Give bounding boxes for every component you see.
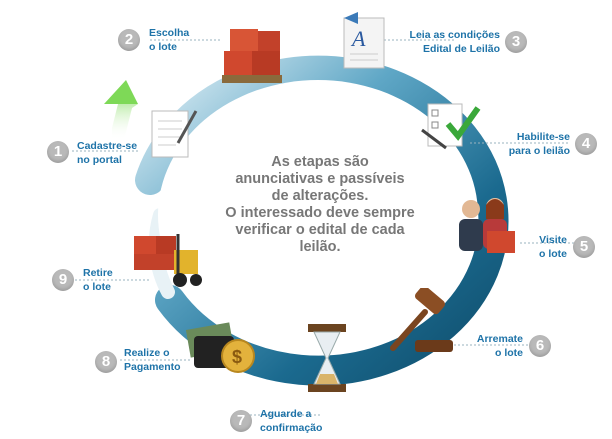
step-2-number: 2	[118, 29, 140, 51]
step-label-line: para o leilão	[508, 145, 570, 157]
step-label-line: confirmação	[260, 422, 323, 434]
center-note-line: leilão.	[299, 239, 341, 255]
step-9-label: Retire o lote	[83, 266, 113, 294]
step-label-line: o lote	[149, 41, 177, 53]
step-label-line: Retire	[83, 267, 113, 279]
step-6-label: Arremate o lote	[455, 332, 523, 360]
step-label-line: Pagamento	[124, 361, 181, 373]
step-label-line: Leia as condições	[409, 29, 500, 41]
step-label-line: Escolha	[149, 27, 190, 39]
payment-icon: $	[185, 322, 255, 373]
document-icon: A	[343, 12, 385, 69]
registration-form-icon	[151, 110, 198, 158]
step-8-number: 8	[95, 351, 117, 373]
center-note: As etapas são anunciativas e passíveis d…	[190, 154, 450, 256]
step-label-line: Arremate	[476, 333, 523, 345]
step-label-line: Cadastre-se	[77, 140, 138, 152]
center-note-line: verificar o edital de cada	[235, 222, 405, 238]
step-1-number: 1	[47, 141, 69, 163]
cargo-boxes-icon	[222, 29, 282, 83]
step-label-line: Habilite-se	[516, 131, 570, 143]
forklift-icon	[134, 234, 202, 287]
step-label-line: Aguarde a	[260, 408, 312, 420]
step-9-number: 9	[52, 269, 74, 291]
step-6-number: 6	[529, 335, 551, 357]
step-1-label: Cadastre-se no portal	[77, 139, 137, 167]
step-3-label: Leia as condições Edital de Leilão	[390, 28, 500, 56]
hourglass-icon	[308, 324, 346, 392]
visitors-icon	[459, 198, 515, 253]
center-note-line: anunciativas e passíveis	[235, 171, 405, 187]
step-label-line: o lote	[83, 281, 111, 293]
svg-text:A: A	[350, 26, 366, 51]
step-3-number: 3	[505, 31, 527, 53]
step-5-number: 5	[573, 236, 595, 258]
step-label-line: Visite	[539, 234, 567, 246]
step-5-label: Visite o lote	[505, 233, 567, 261]
step-8-label: Realize o Pagamento	[124, 346, 181, 374]
checklist-icon	[421, 103, 481, 150]
step-4-label: Habilite-se para o leilão	[470, 130, 570, 158]
center-note-line: O interessado deve sempre	[225, 205, 415, 221]
step-label-line: Edital de Leilão	[422, 43, 500, 55]
center-note-line: de alterações.	[271, 188, 369, 204]
center-note-line: As etapas são	[271, 154, 369, 170]
step-7-number: 7	[230, 410, 252, 432]
svg-text:$: $	[232, 347, 242, 367]
step-4-number: 4	[575, 133, 597, 155]
step-2-label: Escolha o lote	[149, 26, 189, 54]
start-arrow	[104, 80, 138, 140]
step-7-label: Aguarde a confirmação	[260, 407, 322, 435]
step-label-line: Realize o	[124, 347, 170, 359]
step-label-line: o lote	[539, 248, 567, 260]
step-label-line: no portal	[77, 154, 122, 166]
gavel-icon	[390, 288, 453, 352]
step-label-line: o lote	[495, 347, 523, 359]
